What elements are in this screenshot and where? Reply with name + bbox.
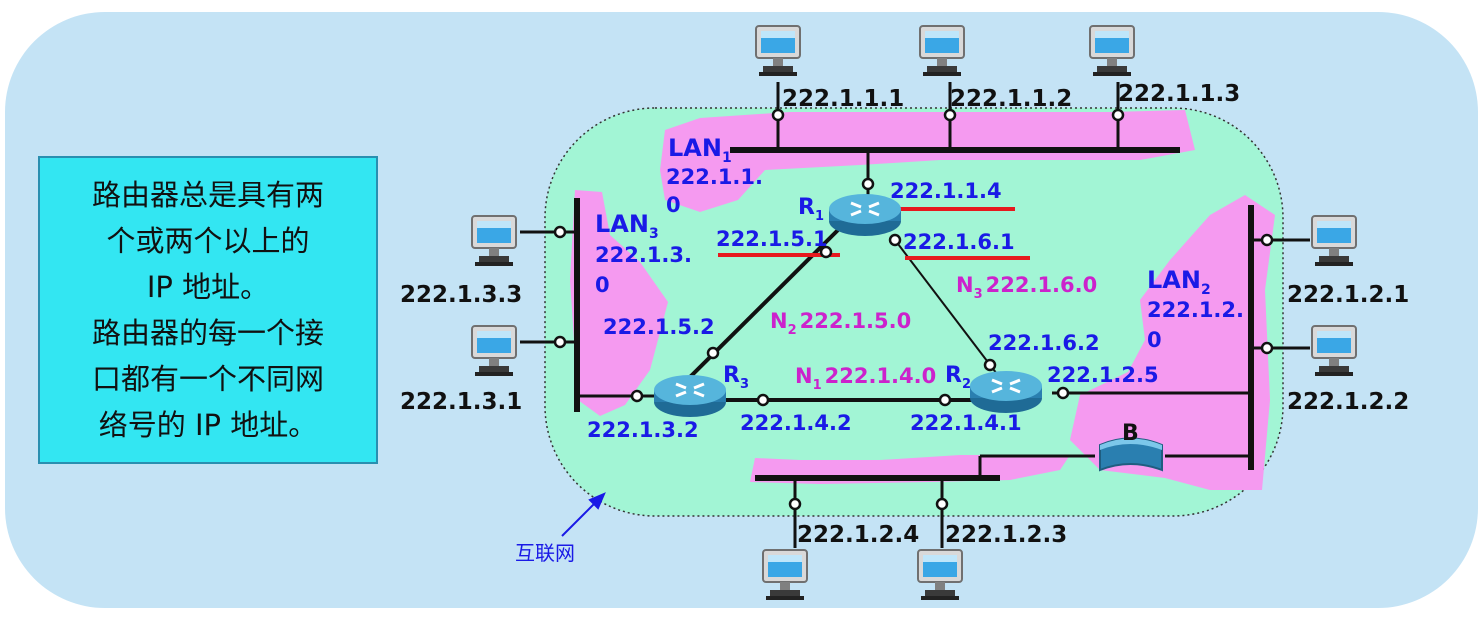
r2-n3-address: 222.1.6.2 <box>988 331 1100 355</box>
host-address: 222.1.1.3 <box>1118 81 1240 107</box>
lan3-net-line1: 222.1.3. <box>595 243 692 267</box>
r2-lan2-address: 222.1.2.5 <box>1047 363 1159 387</box>
lan2-net-line2: 0 <box>1147 328 1162 352</box>
router-r3-label: R3 <box>723 363 749 392</box>
internet-arrow <box>561 492 606 537</box>
interface-dots <box>553 108 1274 511</box>
explanation-line: IP 地址。 <box>146 270 270 304</box>
lan3-label: LAN3 <box>595 210 659 242</box>
lan1-net-line1: 222.1.1. <box>666 165 763 189</box>
host-address: 222.1.3.1 <box>400 389 522 415</box>
router-r2-label: R2 <box>945 363 971 392</box>
r3-n2-address: 222.1.5.2 <box>603 315 715 339</box>
explanation-line: 路由器总是具有两 <box>91 178 324 212</box>
r1-n3-address: 222.1.6.1 <box>903 230 1015 254</box>
host-address: 222.1.1.1 <box>782 86 904 112</box>
explanation-line: 个或两个以上的 <box>106 224 310 258</box>
explanation-box: 路由器总是具有两 个或两个以上的 IP 地址。 路由器的每一个接 口都有一个不同… <box>38 156 378 464</box>
host-address: 222.1.2.3 <box>945 522 1067 548</box>
host-address: 222.1.1.2 <box>950 86 1072 112</box>
host-address: 222.1.2.1 <box>1287 282 1409 308</box>
internet-label: 互联网 <box>515 541 575 565</box>
bridge-label: B <box>1122 421 1139 446</box>
host-address: 222.1.2.4 <box>797 522 919 548</box>
router-icon <box>652 373 728 419</box>
r1-lan1-address: 222.1.1.4 <box>890 179 1002 203</box>
router-r1-label: R1 <box>798 195 824 224</box>
r3-lan3-address: 222.1.3.2 <box>587 418 699 442</box>
lan3-net-line2: 0 <box>595 273 610 297</box>
lan1-net-line2: 0 <box>666 193 681 217</box>
explanation-line: 络号的 IP 地址。 <box>98 408 318 442</box>
interface-underlines <box>718 207 1030 260</box>
host-address: 222.1.2.2 <box>1287 389 1409 415</box>
explanation-line: 路由器的每一个接 <box>91 316 324 350</box>
r3-n1-address: 222.1.4.2 <box>740 411 852 435</box>
lan2-label: LAN2 <box>1147 266 1211 298</box>
r1-n2-address: 222.1.5.1 <box>716 227 828 251</box>
bridge-icon <box>1099 437 1163 472</box>
lan1-label: LAN1 <box>668 134 732 166</box>
host-address: 222.1.3.3 <box>400 282 522 308</box>
lan2-net-line1: 222.1.2. <box>1147 298 1244 322</box>
router-icon <box>968 369 1044 415</box>
r2-n1-address: 222.1.4.1 <box>910 411 1022 435</box>
explanation-line: 口都有一个不同网 <box>91 362 324 396</box>
